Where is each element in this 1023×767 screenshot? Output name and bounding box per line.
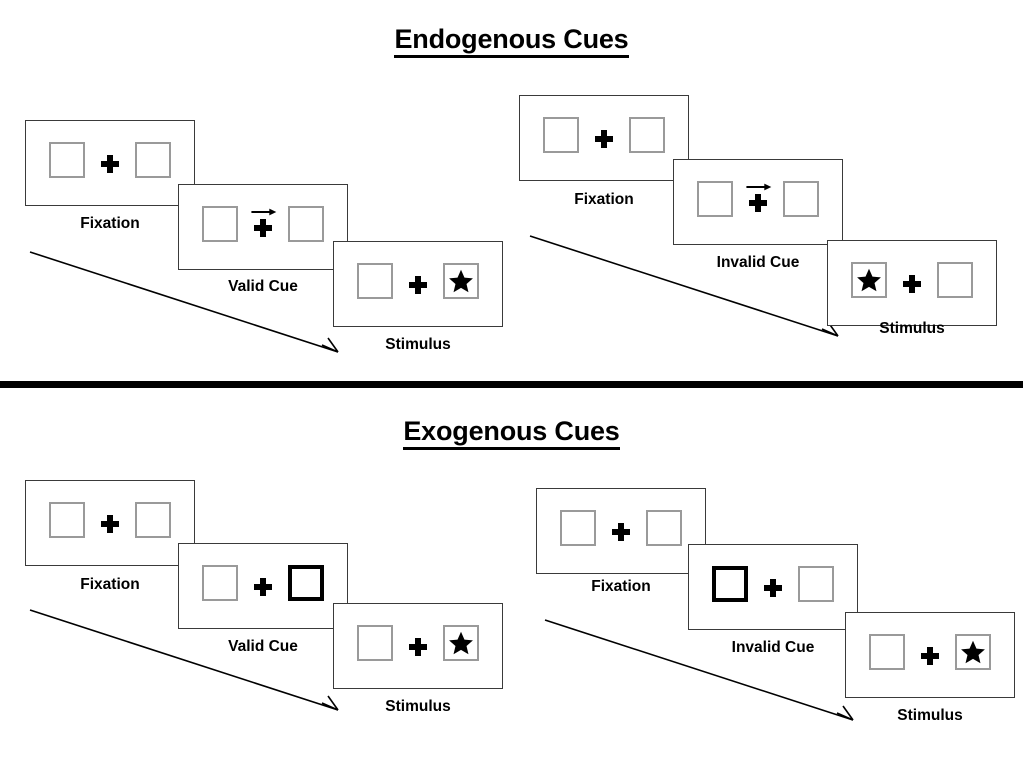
frame-cue (688, 544, 858, 630)
arrow-right-icon (746, 182, 772, 192)
plus-icon (254, 219, 272, 237)
plus-icon (612, 523, 630, 541)
frame-fixation (536, 488, 706, 574)
fixation-cross-wrap (919, 635, 941, 669)
placeholder-box-right (646, 510, 682, 546)
placeholder-box-right (135, 502, 171, 538)
placeholder-box-left (49, 142, 85, 178)
fixation-cross-wrap (99, 143, 121, 177)
placeholder-box-left (49, 502, 85, 538)
plus-icon (749, 194, 767, 212)
fixation-cross-wrap (593, 118, 615, 152)
fixation-cross-wrap (407, 264, 429, 298)
frame-label-stimulus: Stimulus (385, 698, 451, 715)
placeholder-box-left (869, 634, 905, 670)
fixation-cross-wrap (746, 182, 772, 216)
placeholder-box-left (697, 181, 733, 217)
placeholder-box-left (202, 206, 238, 242)
fixation-cross-wrap (610, 511, 632, 545)
section-endogenous: Endogenous Cues Fixation (0, 0, 1023, 383)
section-title-endogenous: Endogenous Cues (0, 24, 1023, 58)
plus-icon (764, 579, 782, 597)
frame-label-fixation: Fixation (591, 578, 651, 595)
time-arrow-icon (543, 616, 863, 731)
plus-icon (254, 578, 272, 596)
frame-fixation (25, 120, 195, 206)
frame-label-cue: Invalid Cue (716, 254, 800, 271)
frame-label-fixation: Fixation (80, 215, 140, 232)
frame-label-stimulus: Stimulus (897, 707, 963, 724)
placeholder-box-right (288, 206, 324, 242)
placeholder-box-right (783, 181, 819, 217)
plus-icon (921, 647, 939, 665)
star-icon (449, 269, 473, 293)
frame-label-stimulus: Stimulus (385, 336, 451, 353)
frame-stimulus (827, 240, 997, 326)
plus-icon (101, 155, 119, 173)
section-title-exogenous: Exogenous Cues (0, 416, 1023, 450)
frame-cue (178, 543, 348, 629)
frame-label-fixation: Fixation (80, 576, 140, 593)
plus-icon (409, 638, 427, 656)
placeholder-box-right (798, 566, 834, 602)
time-arrow-icon (528, 232, 848, 347)
frame-stimulus (333, 603, 503, 689)
placeholder-box-right (135, 142, 171, 178)
frame-label-cue: Valid Cue (228, 278, 298, 295)
frame-label-cue: Invalid Cue (731, 639, 815, 656)
star-icon (449, 631, 473, 655)
fixation-cross-wrap (901, 263, 923, 297)
section-exogenous: Exogenous Cues Fixation (0, 388, 1023, 767)
placeholder-box-right (443, 625, 479, 661)
star-icon (857, 268, 881, 292)
placeholder-box-left (357, 263, 393, 299)
section-divider (0, 381, 1023, 388)
frame-fixation (519, 95, 689, 181)
placeholder-box-left (560, 510, 596, 546)
placeholder-box-right (937, 262, 973, 298)
placeholder-box-left (357, 625, 393, 661)
fixation-cross-wrap (251, 207, 277, 241)
placeholder-box-left (543, 117, 579, 153)
placeholder-box-right (629, 117, 665, 153)
frame-stimulus (845, 612, 1015, 698)
plus-icon (903, 275, 921, 293)
placeholder-box-left (851, 262, 887, 298)
cued-box-left (712, 566, 748, 602)
frame-cue (673, 159, 843, 245)
frame-label-stimulus: Stimulus (879, 320, 945, 337)
placeholder-box-right (955, 634, 991, 670)
star-icon (961, 640, 985, 664)
fixation-cross-wrap (99, 503, 121, 537)
frame-cue (178, 184, 348, 270)
plus-icon (101, 515, 119, 533)
cued-box-right (288, 565, 324, 601)
fixation-cross-wrap (762, 567, 784, 601)
plus-icon (595, 130, 613, 148)
frame-label-cue: Valid Cue (228, 638, 298, 655)
placeholder-box-left (202, 565, 238, 601)
frame-label-fixation: Fixation (574, 191, 634, 208)
arrow-right-icon (251, 207, 277, 217)
fixation-cross-wrap (252, 566, 274, 600)
plus-icon (409, 276, 427, 294)
placeholder-box-right (443, 263, 479, 299)
frame-stimulus (333, 241, 503, 327)
fixation-cross-wrap (407, 626, 429, 660)
frame-fixation (25, 480, 195, 566)
